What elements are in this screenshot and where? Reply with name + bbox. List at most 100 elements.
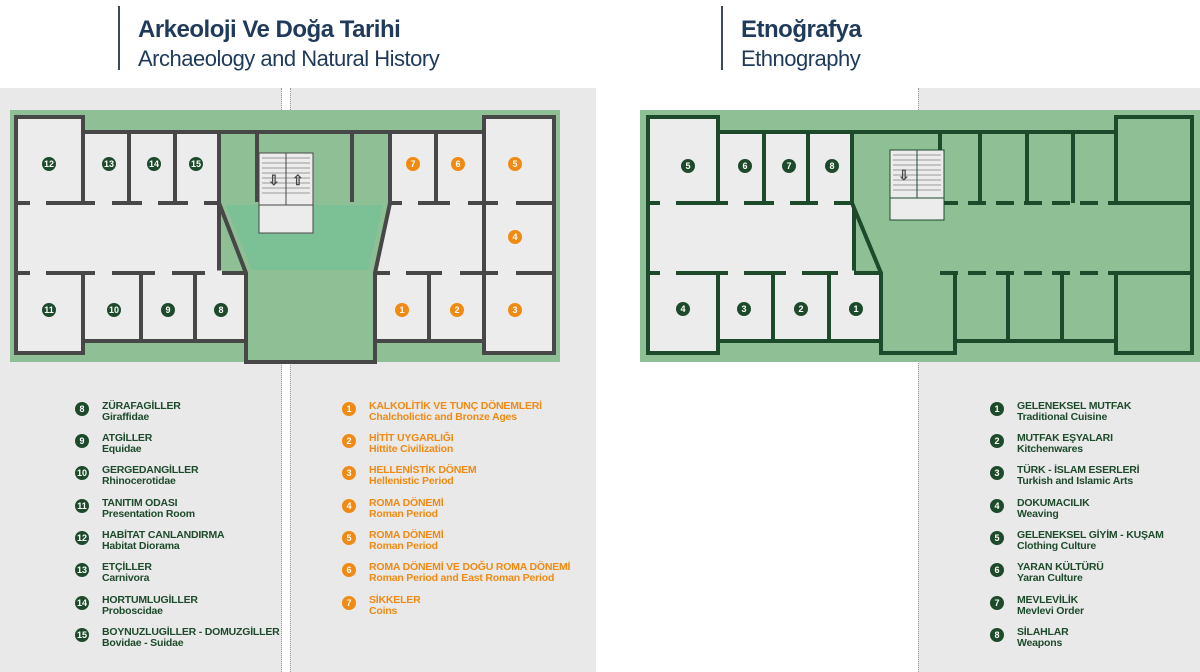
legend-label-en: Roman Period bbox=[369, 540, 438, 552]
legend-label-tr: ROMA DÖNEMİ bbox=[369, 497, 444, 509]
plan-badge: 8 bbox=[829, 161, 834, 171]
ethnography-title-tr: Etnoğrafya bbox=[741, 16, 862, 43]
plan-badge: 15 bbox=[191, 159, 201, 169]
legend-label-en: Giraffidae bbox=[102, 411, 150, 423]
legend-badge: 7 bbox=[990, 596, 1004, 610]
legend-label-tr: HORTUMLUGİLLER bbox=[102, 594, 198, 606]
legend-label-en: Rhinocerotidae bbox=[102, 475, 176, 487]
rooms bbox=[646, 115, 883, 355]
legend-badge: 14 bbox=[75, 596, 89, 610]
legend-label-en: Roman Period and East Roman Period bbox=[369, 572, 555, 584]
legend-badge: 2 bbox=[342, 434, 356, 448]
plan-badge: 5 bbox=[685, 161, 690, 171]
legend-badge: 4 bbox=[342, 499, 356, 513]
plan-badge: 13 bbox=[104, 159, 114, 169]
legend-label-tr: HABİTAT CANLANDIRMA bbox=[102, 529, 225, 541]
legend-label-tr: MEVLEVİLİK bbox=[1017, 594, 1079, 606]
plan-badges-right: 5 6 7 8 4 3 2 1 bbox=[676, 159, 863, 316]
ethnography-title-en: Ethnography bbox=[741, 46, 861, 71]
legend-badge: 2 bbox=[990, 434, 1004, 448]
stair-down-arrow-icon: ⇩ bbox=[268, 172, 280, 188]
legend-label-en: Yaran Culture bbox=[1017, 572, 1083, 584]
legend-label-en: Habitat Diorama bbox=[102, 540, 180, 552]
hall-pillar bbox=[255, 132, 259, 202]
legend-label-tr: YARAN KÜLTÜRÜ bbox=[1017, 561, 1104, 573]
legend-label-en: Roman Period bbox=[369, 508, 438, 520]
legend-label-tr: SİKKELER bbox=[369, 594, 421, 606]
plan-badge: 4 bbox=[512, 232, 517, 242]
legend-badge: 9 bbox=[75, 434, 89, 448]
legend-label-tr: ATGİLLER bbox=[102, 432, 153, 444]
legend-badge: 5 bbox=[342, 531, 356, 545]
legend-label-tr: HELLENİSTİK DÖNEM bbox=[369, 464, 477, 476]
legend-label-en: Hellenistic Period bbox=[369, 475, 454, 487]
legend-label-tr: GELENEKSEL GİYİM - KUŞAM bbox=[1017, 529, 1164, 541]
legend-label-tr: ROMA DÖNEMİ VE DOĞU ROMA DÖNEMİ bbox=[369, 561, 571, 573]
legend-badge: 3 bbox=[990, 466, 1004, 480]
legend-label-en: Mevlevi Order bbox=[1017, 605, 1084, 617]
legend-label-tr: HİTİT UYGARLIĞI bbox=[369, 432, 454, 444]
plan-badge: 6 bbox=[455, 159, 460, 169]
header-divider bbox=[118, 6, 120, 70]
legend-badge: 10 bbox=[75, 466, 89, 480]
legend-badge: 8 bbox=[75, 402, 89, 416]
archaeology-title-tr: Arkeoloji Ve Doğa Tarihi bbox=[138, 16, 401, 43]
plan-badge: 10 bbox=[109, 305, 119, 315]
corridor-right bbox=[373, 201, 486, 275]
plan-badge: 9 bbox=[165, 305, 170, 315]
legend-badge: 11 bbox=[75, 499, 89, 513]
legend-badge: 4 bbox=[990, 499, 1004, 513]
stair-landing bbox=[258, 204, 314, 234]
stair-up-arrow-icon: ⇧ bbox=[292, 172, 304, 188]
legend-badge: 15 bbox=[75, 628, 89, 642]
stair-down-arrow-icon: ⇩ bbox=[898, 167, 910, 183]
legend-badge: 13 bbox=[75, 563, 89, 577]
east-wing-corridor bbox=[940, 201, 1116, 275]
plan-badge: 7 bbox=[410, 159, 415, 169]
plan-badge: 12 bbox=[44, 159, 54, 169]
legend-label-en: Kitchenwares bbox=[1017, 443, 1083, 455]
corridor-left bbox=[14, 201, 221, 275]
legend-label-en: Hittite Civilization bbox=[369, 443, 454, 455]
legend-label-en: Presentation Room bbox=[102, 508, 195, 520]
plan-badges-left: 12 13 14 15 7 6 5 4 11 10 9 8 1 2 3 bbox=[42, 157, 522, 317]
plan-badge: 2 bbox=[454, 305, 459, 315]
legend-badge: 6 bbox=[342, 563, 356, 577]
archaeology-title-en: Archaeology and Natural History bbox=[138, 46, 440, 71]
plan-badge: 7 bbox=[786, 161, 791, 171]
legend-label-tr: KALKOLİTİK VE TUNÇ DÖNEMLERİ bbox=[369, 400, 542, 412]
plan-badge: 2 bbox=[798, 304, 803, 314]
legend-label-en: Coins bbox=[369, 605, 398, 617]
legend-badge: 8 bbox=[990, 628, 1004, 642]
legend-label-tr: TANITIM ODASI bbox=[102, 497, 178, 509]
legend-label-en: Traditional Cuisine bbox=[1017, 411, 1108, 423]
legend-label-en: Bovidae - Suidae bbox=[102, 637, 184, 649]
plan-badge: 11 bbox=[44, 305, 54, 315]
legend-badge: 1 bbox=[342, 402, 356, 416]
corridor bbox=[646, 201, 856, 275]
legend-label-tr: ETÇİLLER bbox=[102, 561, 152, 573]
legend-label-tr: GERGEDANGİLLER bbox=[102, 464, 199, 476]
legend-label-tr: GELENEKSEL MUTFAK bbox=[1017, 400, 1132, 412]
legend-label-tr: SİLAHLAR bbox=[1017, 626, 1069, 638]
legend-label-en: Weapons bbox=[1017, 637, 1063, 649]
